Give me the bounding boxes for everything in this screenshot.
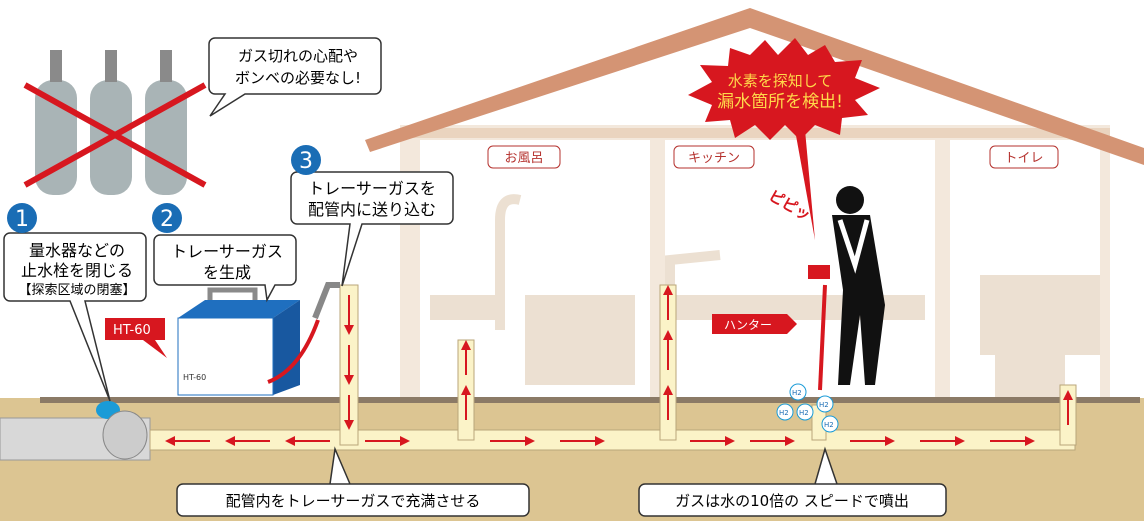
svg-text:2: 2 bbox=[160, 207, 174, 232]
gas-cylinders bbox=[23, 50, 207, 195]
svg-text:配管内をトレーサーガスで充満させる: 配管内をトレーサーガスで充満させる bbox=[226, 492, 481, 510]
room-labels: お風呂 キッチン トイレ bbox=[487, 145, 1059, 169]
svg-text:を生成: を生成 bbox=[203, 263, 251, 282]
device-panel-label: HT-60 bbox=[183, 373, 206, 382]
svg-text:止水栓を閉じる: 止水栓を閉じる bbox=[21, 261, 133, 280]
detection-burst: 水素を探知して 漏水箇所を検出! bbox=[688, 38, 880, 240]
ht60-device: HT-60 bbox=[177, 282, 340, 396]
callout-cylinders: ガス切れの心配や ボンベの必要なし! bbox=[208, 37, 382, 117]
svg-text:H2: H2 bbox=[779, 409, 789, 417]
device-tag: HT-60 bbox=[105, 318, 167, 358]
water-meter bbox=[96, 401, 148, 460]
svg-text:HT-60: HT-60 bbox=[113, 323, 151, 338]
room-label-bath: お風呂 bbox=[504, 151, 543, 166]
svg-text:H2: H2 bbox=[799, 409, 809, 417]
svg-text:H2: H2 bbox=[792, 389, 802, 397]
flow-arrows bbox=[165, 285, 1073, 446]
callout-step2: 2 トレーサーガス を生成 bbox=[152, 203, 297, 303]
callout-step3: 3 トレーサーガスを 配管内に送り込む bbox=[290, 145, 454, 287]
svg-text:3: 3 bbox=[299, 149, 313, 174]
main-pipe bbox=[0, 284, 1077, 461]
svg-text:量水器などの: 量水器などの bbox=[29, 241, 125, 260]
callout-step1: 1 量水器などの 止水栓を閉じる 【探索区域の閉塞】 bbox=[3, 203, 147, 402]
svg-text:トレーサーガスを: トレーサーガスを bbox=[308, 179, 436, 198]
step-badge-2 bbox=[152, 203, 182, 233]
room-label-kitchen: キッチン bbox=[688, 151, 740, 166]
ground bbox=[0, 398, 1144, 521]
svg-text:ボンベの必要なし!: ボンベの必要なし! bbox=[235, 69, 361, 87]
svg-text:【探索区域の閉塞】: 【探索区域の閉塞】 bbox=[18, 282, 135, 298]
callout-speed: ガスは水の10倍の スピードで噴出 bbox=[638, 446, 947, 517]
faucet bbox=[312, 282, 340, 320]
house bbox=[365, 8, 1144, 400]
svg-text:H2: H2 bbox=[824, 421, 834, 429]
svg-text:ハンター: ハンター bbox=[724, 318, 772, 332]
svg-text:ガス切れの心配や: ガス切れの心配や bbox=[238, 47, 358, 65]
svg-text:トレーサーガス: トレーサーガス bbox=[171, 242, 283, 261]
h2-bubbles: H2 H2 H2 H2 H2 bbox=[776, 383, 839, 433]
fixtures bbox=[430, 194, 1100, 400]
svg-text:ガスは水の10倍の スピードで噴出: ガスは水の10倍の スピードで噴出 bbox=[675, 492, 909, 510]
step-badge-3 bbox=[291, 145, 321, 175]
svg-text:漏水箇所を検出!: 漏水箇所を検出! bbox=[717, 92, 843, 112]
svg-text:水素を探知して: 水素を探知して bbox=[728, 72, 833, 90]
room-label-toilet: トイレ bbox=[1004, 151, 1043, 166]
callout-fill: 配管内をトレーサーガスで充満させる bbox=[176, 446, 530, 517]
svg-text:1: 1 bbox=[15, 207, 29, 232]
step-badge-1 bbox=[7, 203, 37, 233]
svg-text:配管内に送り込む: 配管内に送り込む bbox=[308, 200, 436, 219]
svg-text:H2: H2 bbox=[819, 401, 829, 409]
hunter-tag: ハンター bbox=[712, 314, 797, 334]
